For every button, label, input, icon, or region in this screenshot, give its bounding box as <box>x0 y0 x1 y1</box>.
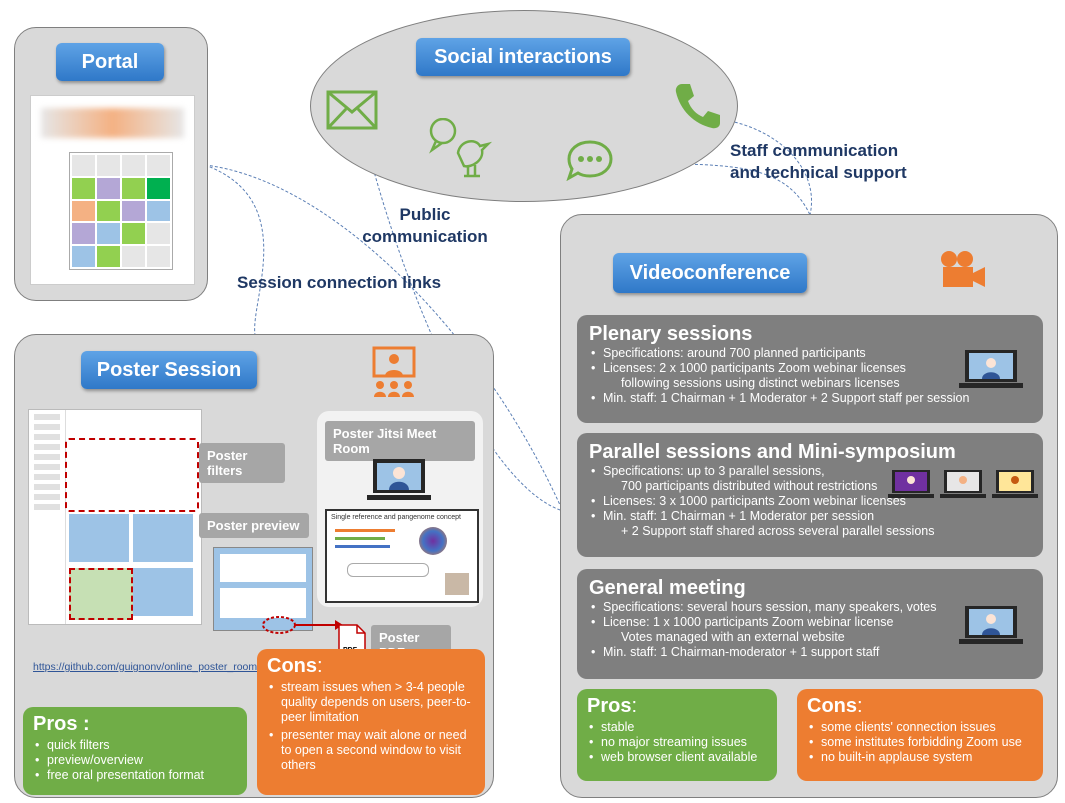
video-pros-item: stable <box>589 720 767 735</box>
video-pros-box: Pros: stable no major streaming issues w… <box>577 689 777 781</box>
plenary-item: Min. staff: 1 Chairman + 1 Moderator + 2… <box>591 391 1031 406</box>
portal-schedule-grid <box>69 152 173 270</box>
general-meeting-item: License: 1 x 1000 participants Zoom webi… <box>591 615 1031 645</box>
poster-title: Poster Session <box>81 351 257 389</box>
social-title: Social interactions <box>416 38 630 76</box>
session-links-label: Session connection links <box>237 273 442 292</box>
presenter-icon <box>372 346 416 397</box>
video-cons-item: no built-in applause system <box>809 750 1033 765</box>
poster-cons-item: stream issues when > 3-4 people quality … <box>269 680 475 725</box>
poster-cons-title: Cons: <box>267 655 323 677</box>
poster-filters-tag: Poster filters <box>199 443 285 483</box>
general-meeting-item: Specifications: several hours session, m… <box>591 600 1031 615</box>
plenary-item: Licenses: 2 x 1000 participants Zoom web… <box>591 361 1031 391</box>
parallel-item: Specifications: up to 3 parallel session… <box>591 464 1031 494</box>
poster-pros-item: free oral presentation format <box>35 768 237 783</box>
poster-cons-box: Cons: stream issues when > 3-4 people qu… <box>257 649 485 795</box>
poster-pros-item: quick filters <box>35 738 237 753</box>
mail-icon <box>326 90 378 130</box>
video-cons-item: some clients' connection issues <box>809 720 1033 735</box>
video-camera-icon <box>941 251 985 287</box>
poster-pros-title: Pros : <box>33 713 90 735</box>
jitsi-slide-screenshot: Single reference and pangenome concept <box>325 509 479 603</box>
poster-site-screenshot <box>28 409 202 625</box>
jitsi-room-tag: Poster Jitsi Meet Room <box>325 421 475 461</box>
phone-icon <box>675 84 720 129</box>
filters-highlight <box>65 438 199 512</box>
videoconference-title: Videoconference <box>613 253 807 293</box>
laptop-icon <box>992 470 1038 498</box>
jitsi-room-box: Poster Jitsi Meet Room Single reference … <box>317 411 483 607</box>
general-meeting-item: Min. staff: 1 Chairman-moderator + 1 sup… <box>591 645 1031 660</box>
laptop-icon <box>959 350 1023 388</box>
pdf-link-arrow <box>262 616 343 634</box>
laptop-icon <box>888 470 934 498</box>
plenary-title: Plenary sessions <box>589 323 753 345</box>
general-meeting-title: General meeting <box>589 577 746 599</box>
poster-pros-box: Pros : quick filters preview/overview fr… <box>23 707 247 795</box>
parallel-item: Min. staff: 1 Chairman + 1 Moderator per… <box>591 509 1031 539</box>
video-cons-item: some institutes forbidding Zoom use <box>809 735 1033 750</box>
video-cons-box: Cons: some clients' connection issues so… <box>797 689 1043 781</box>
parallel-box: Parallel sessions and Mini-symposium Spe… <box>577 433 1043 557</box>
parallel-title: Parallel sessions and Mini-symposium <box>589 441 956 463</box>
plenary-item: Specifications: around 700 planned parti… <box>591 346 1031 361</box>
portal-panel: Portal <box>14 27 208 301</box>
poster-preview-tag: Poster preview <box>199 513 309 538</box>
video-pros-title: Pros: <box>587 695 638 717</box>
poster-panel: Poster Session Poster filters Poster pre… <box>14 334 494 798</box>
poster-pros-item: preview/overview <box>35 753 237 768</box>
bird-chat-icon <box>429 118 493 178</box>
laptop-icon <box>367 459 431 500</box>
poster-enlarged-preview <box>213 547 313 631</box>
parallel-item: Licenses: 3 x 1000 participants Zoom web… <box>591 494 1031 509</box>
video-cons-title: Cons: <box>807 695 863 717</box>
laptop-icon <box>940 470 986 498</box>
poster-cons-item: presenter may wait alone or need to open… <box>269 728 475 773</box>
video-pros-item: web browser client available <box>589 750 767 765</box>
chat-bubble-icon <box>566 140 613 181</box>
preview-thumbnails <box>69 514 195 620</box>
general-meeting-box: General meeting Specifications: several … <box>577 569 1043 679</box>
videoconference-panel: Videoconference Plenary sessions Specifi… <box>560 214 1058 798</box>
portal-title: Portal <box>56 43 164 81</box>
video-pros-item: no major streaming issues <box>589 735 767 750</box>
portal-logo <box>41 108 184 138</box>
portal-screenshot <box>30 95 195 285</box>
plenary-box: Plenary sessions Specifications: around … <box>577 315 1043 423</box>
laptop-icon <box>959 606 1023 644</box>
github-link[interactable]: https://github.com/guignonv/online_poste… <box>33 661 258 673</box>
